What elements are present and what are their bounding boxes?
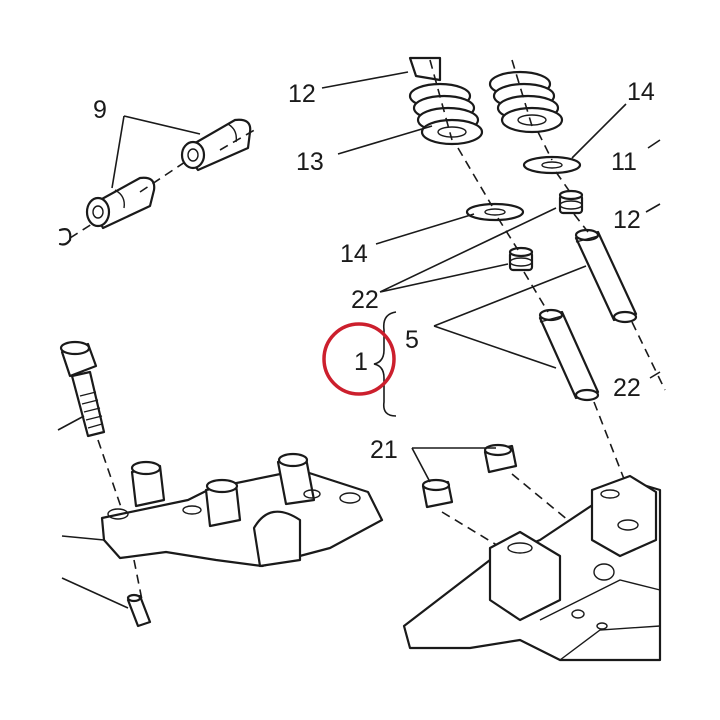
axis-9 <box>69 127 259 239</box>
leader-22a <box>379 207 557 293</box>
leader-21 <box>411 447 496 483</box>
leader-12a <box>321 71 409 89</box>
leader-support <box>61 535 105 541</box>
edge-leaders <box>645 139 661 379</box>
leader-14a <box>375 213 475 245</box>
label-1: 1 <box>354 348 368 376</box>
leader-dowel <box>61 577 129 609</box>
label-5: 5 <box>405 326 419 354</box>
axis-valve-left <box>429 59 641 521</box>
part-9-rocker-rollers <box>58 118 252 246</box>
valve-seal-22-left <box>508 246 534 272</box>
label-13: 13 <box>296 148 324 176</box>
spring-right <box>488 70 564 134</box>
leader-13 <box>337 125 433 155</box>
axis-21 <box>441 473 581 551</box>
leader-5 <box>433 265 587 369</box>
label-21: 21 <box>370 436 398 464</box>
part-21-shims <box>421 443 518 509</box>
spring-seat-14-left <box>465 202 525 222</box>
leader-bolt <box>57 415 85 431</box>
label-11: 11 <box>611 148 637 176</box>
label-9: 9 <box>93 96 107 124</box>
label-12-right: 12 <box>613 206 641 234</box>
bolt <box>59 340 106 438</box>
label-22-right: 22 <box>613 374 641 402</box>
valve-seal-22-right <box>558 189 584 215</box>
valve-guide-5-left <box>538 308 600 402</box>
leader-14b <box>571 103 627 159</box>
label-14-right: 14 <box>627 78 655 106</box>
spring-left <box>408 82 484 146</box>
cylinder-head <box>402 474 662 662</box>
axis-valve-right <box>511 59 666 391</box>
dowel-pin <box>126 593 152 628</box>
bracket-1 <box>373 311 397 417</box>
upper-cutoff-part <box>408 56 442 82</box>
rocker-support <box>100 452 384 568</box>
spring-seat-14-right <box>522 155 582 175</box>
leader-9 <box>111 115 201 189</box>
label-12-top: 12 <box>288 80 316 108</box>
label-22-left: 22 <box>351 286 379 314</box>
highlight-circle <box>322 322 396 396</box>
label-14-left: 14 <box>340 240 368 268</box>
valve-guide-5-right <box>574 228 638 324</box>
